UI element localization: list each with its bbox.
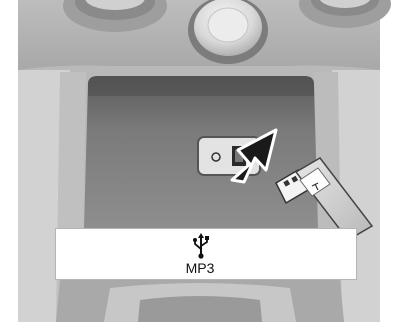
usb-icon	[192, 233, 210, 259]
mp3-label: MP3	[170, 260, 230, 276]
